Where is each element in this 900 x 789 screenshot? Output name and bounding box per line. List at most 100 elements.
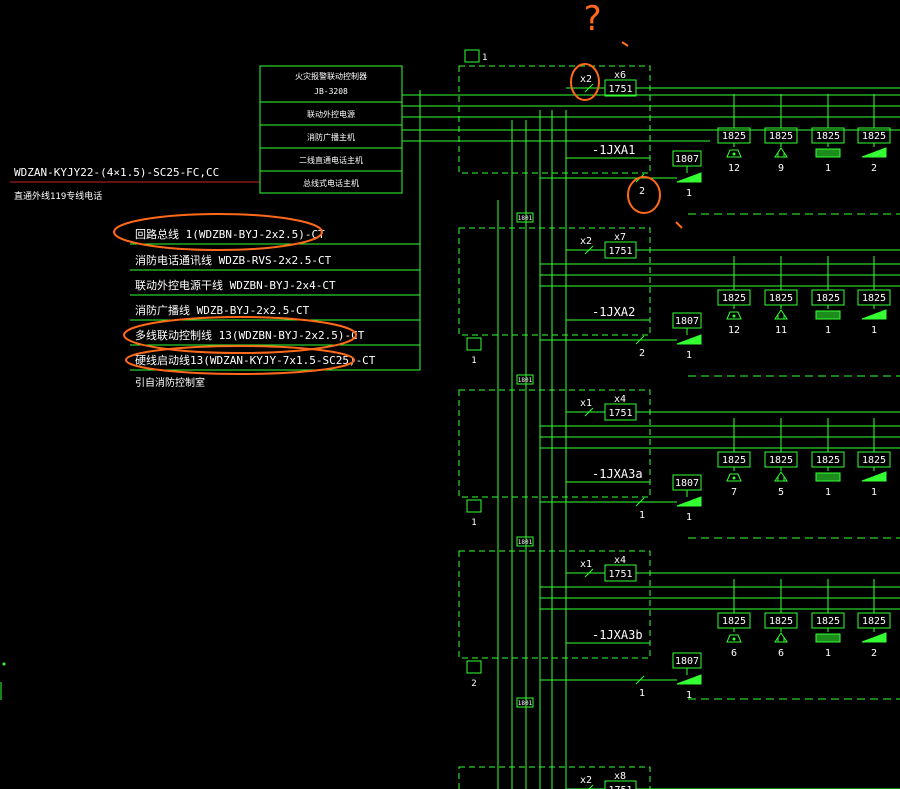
panel-multiplier: x2 [580, 775, 592, 786]
device-code: 1825 [722, 131, 746, 142]
device-count: 11 [775, 325, 787, 336]
device-code: 1825 [816, 455, 840, 466]
small-tag-box [516, 697, 534, 708]
bell-icon [726, 149, 742, 158]
circle-annotation-top [570, 63, 600, 101]
link-count: 1 [639, 510, 645, 521]
panel-frame [458, 766, 651, 789]
phone-jack-icon [466, 337, 482, 351]
controller-row: 消防广播主机 [307, 132, 355, 142]
small-tag-code: 1801 [518, 539, 533, 546]
device-count: 5 [778, 487, 784, 498]
ramp-module-icon [676, 334, 702, 345]
module2-code: 1807 [675, 316, 699, 327]
controller-box: 火灾报警联动控制器 JB-3208 联动外控电源 消防广播主机 二线直通电话主机… [259, 65, 403, 194]
device-code: 1825 [722, 293, 746, 304]
hatched-module-icon [815, 472, 841, 482]
module-code: 1751 [608, 84, 632, 95]
device-code: 1825 [816, 131, 840, 142]
panel-id: -1JXA3b [592, 628, 643, 642]
controller-model: JB-3208 [314, 87, 348, 96]
device-count: 1 [825, 648, 831, 659]
device-code: 1825 [862, 455, 886, 466]
device-count: 1 [871, 325, 877, 336]
module2-count: 1 [686, 188, 692, 199]
panel-multiplier: x1 [580, 559, 592, 570]
controller-row: 二线直通电话主机 [299, 155, 363, 165]
module-code: 1751 [608, 408, 632, 419]
controller-row: 联动外控电源 [307, 109, 355, 119]
link-count: 2 [639, 186, 645, 197]
panel-count: x6 [614, 70, 626, 81]
panel-count: x8 [614, 771, 626, 782]
device-count: 6 [778, 648, 784, 659]
circle-wiring-label-1 [113, 213, 323, 251]
circle-wiring-label-5 [123, 316, 357, 354]
device-count: 2 [871, 163, 877, 174]
device-count: 9 [778, 163, 784, 174]
module2-code: 1807 [675, 656, 699, 667]
slash-mark [584, 568, 594, 578]
controller-row: 总线式电话主机 [303, 178, 359, 188]
vertical-trunks [497, 110, 567, 789]
hand-annotations: ? [113, 0, 683, 375]
circle-annotation-mid [627, 176, 661, 214]
horn-icon [774, 632, 788, 643]
slash-mark [635, 335, 645, 345]
wiring-label: 消防广播线 WDZB-BYJ-2x2.5-CT [135, 303, 310, 317]
small-tag-box [516, 536, 534, 547]
device-code: 1825 [769, 455, 793, 466]
small-tag-box [516, 212, 534, 223]
panel-multiplier: x1 [580, 398, 592, 409]
module-code: 1751 [608, 569, 632, 580]
slash-mark [584, 83, 594, 93]
top-marker: 1 [464, 49, 487, 63]
bell-icon [726, 311, 742, 320]
module-box [604, 780, 637, 789]
hatched-module-icon [815, 148, 841, 158]
device-code: 1825 [769, 616, 793, 627]
slash-mark [584, 245, 594, 255]
panel-id: -1JXA3a [592, 467, 643, 481]
device-count: 1 [825, 325, 831, 336]
phone-jack-count: 2 [471, 679, 476, 689]
circle-wiring-label-6 [125, 345, 355, 375]
panel-frame [458, 227, 651, 336]
device-count: 1 [871, 487, 877, 498]
hatched-module-icon [815, 633, 841, 643]
bell-icon [726, 634, 742, 643]
horn-icon [774, 309, 788, 320]
wiring-label: 硬线启动线13(WDZAN-KYJY-7x1.5-SC25)-CT [135, 353, 376, 367]
phone-jack-icon [466, 499, 482, 513]
device-code: 1825 [722, 455, 746, 466]
module2-code: 1807 [675, 478, 699, 489]
panel: x2x81751 [458, 766, 900, 789]
device-count: 2 [871, 648, 877, 659]
panel-count: x4 [614, 394, 626, 405]
device-count: 1 [825, 487, 831, 498]
ramp-module-icon [676, 172, 702, 183]
phone-jack-count: 1 [471, 356, 476, 366]
panel-frame [458, 65, 651, 174]
link-count: 1 [639, 688, 645, 699]
phone-jack-count: 1 [471, 518, 476, 528]
device-code: 1825 [862, 293, 886, 304]
controller-buses [402, 94, 900, 142]
panel-id: -1JXA1 [592, 143, 635, 157]
device-count: 12 [728, 163, 740, 174]
phone-jack-icon [466, 660, 482, 674]
ramp-module-icon [861, 632, 887, 643]
wiring-label: 回路总线 1(WDZBN-BYJ-2x2.5)-CT [135, 227, 325, 241]
slash-mark [635, 497, 645, 507]
module-code: 1751 [608, 246, 632, 257]
device-code: 1825 [769, 131, 793, 142]
ramp-module-icon [861, 471, 887, 482]
wiring-label: 引自消防控制室 [135, 376, 205, 389]
small-tag-code: 1801 [518, 377, 533, 384]
panel-frame [458, 389, 651, 498]
